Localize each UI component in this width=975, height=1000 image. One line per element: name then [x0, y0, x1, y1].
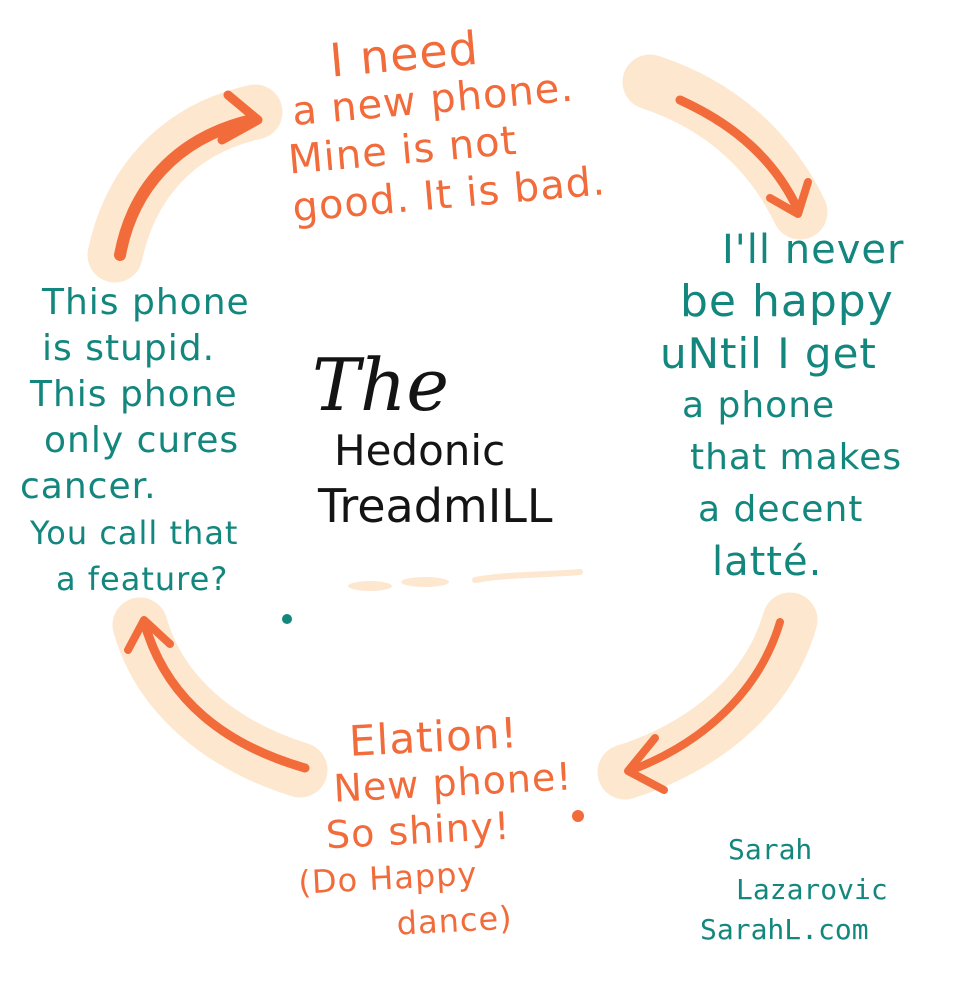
arrow-right-to-bottom-head	[624, 734, 668, 794]
node-right-line: that makes	[690, 437, 903, 478]
node-left-line: a feature?	[56, 560, 229, 598]
node-right-line: a decent	[698, 489, 864, 530]
title-underline-dashes	[348, 569, 583, 591]
title-line-the: The	[312, 343, 450, 427]
arrow-right-to-bottom-stroke	[628, 618, 784, 774]
node-left-line: You call that	[30, 514, 239, 552]
signature-first-name: Sarah	[728, 833, 813, 866]
node-left-line: cancer.	[20, 466, 157, 507]
signature-last-name: Lazarovic	[736, 873, 888, 906]
node-right-line: uNtil I get	[660, 329, 877, 378]
title-line-treadmill: TreadmILL	[318, 479, 553, 533]
node-left-line: is stupid.	[42, 328, 216, 369]
underline-dash-3	[472, 569, 583, 583]
arrow-right-to-bottom	[597, 592, 818, 800]
underline-dash-1	[348, 581, 392, 591]
node-left-line: This phone	[30, 374, 238, 415]
exclaim-dot-accent	[572, 810, 584, 822]
node-right-line: be happy	[680, 276, 894, 327]
arrow-top-to-right-highlight	[622, 54, 828, 240]
node-right-line: latté.	[712, 539, 823, 585]
signature-website: SarahL.com	[700, 913, 869, 946]
node-elation: Elation! New phone! So shiny! (Do Happy …	[290, 707, 581, 951]
question-dot-accent	[282, 614, 292, 624]
node-never-happy: I'll never be happy uNtil I get a phone …	[660, 224, 904, 588]
node-left-line: only cures	[44, 420, 240, 461]
arrow-top-to-right	[622, 54, 828, 240]
artist-signature: Sarah Lazarovic SarahL.com	[700, 830, 888, 950]
arrow-left-to-top	[87, 84, 283, 283]
arrow-top-to-right-head	[766, 178, 812, 218]
arrow-top-to-right-stroke	[675, 95, 803, 215]
title-line-hedonic: Hedonic	[334, 426, 506, 475]
node-phone-is-stupid: This phone is stupid. This phone only cu…	[18, 280, 250, 602]
arrow-bottom-to-left	[112, 597, 328, 798]
diagram-title: The Hedonic TreadmILL	[302, 345, 622, 535]
node-need-new-phone: I need a new phone. Mine is not good. It…	[268, 14, 608, 234]
underline-dash-2	[401, 577, 449, 587]
arrow-bottom-to-left-highlight	[112, 597, 328, 798]
arrow-left-to-top-stroke	[114, 114, 258, 261]
arrow-left-to-top-head	[217, 90, 263, 145]
node-right-line: I'll never	[722, 227, 905, 273]
arrow-bottom-to-left-head	[124, 616, 174, 654]
node-left-line: This phone	[42, 282, 250, 323]
arrow-bottom-to-left-stroke	[141, 623, 310, 773]
node-right-line: a phone	[682, 385, 836, 426]
